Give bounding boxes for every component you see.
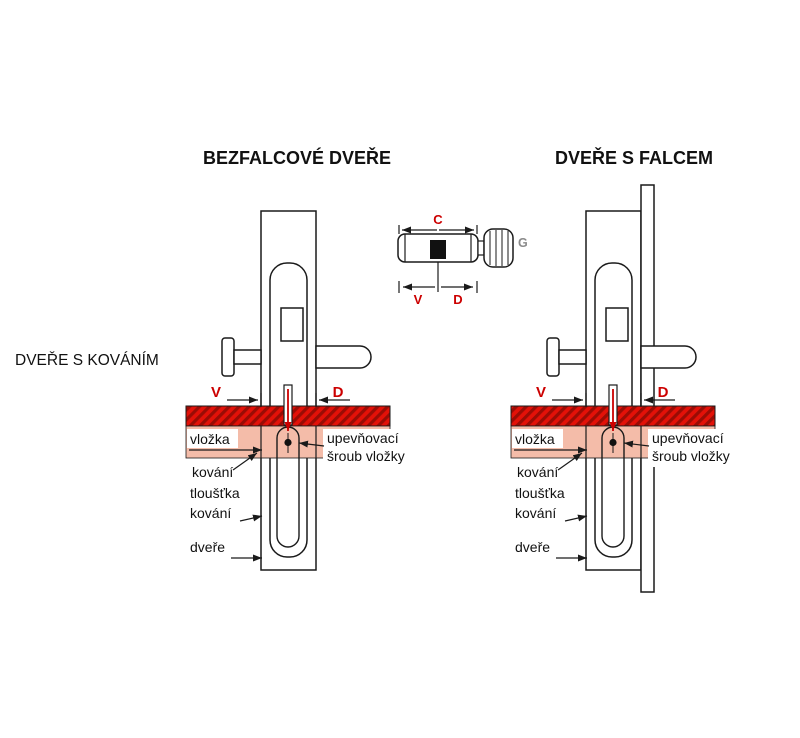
handle-spindle	[233, 349, 262, 365]
label-box	[648, 429, 732, 467]
leader-tloustka	[564, 514, 588, 522]
handle-lever	[315, 345, 372, 369]
cylinder-diagram: C G V D	[397, 212, 528, 307]
label-kovani: kování	[517, 464, 558, 480]
left-diagram: V D vložka kování tloušťka kování dveře …	[185, 210, 407, 571]
thumbturn-knob	[483, 228, 514, 268]
label-sroub-2: šroub vložky	[652, 448, 730, 464]
leader-kovani	[557, 452, 583, 471]
dim-v-label: V	[414, 292, 423, 307]
label-dvere: dveře	[515, 539, 550, 555]
side-label: DVEŘE S KOVÁNÍM	[15, 352, 159, 369]
handle-spindle	[558, 349, 587, 365]
latch-cutout	[605, 307, 629, 342]
leader-tloustka	[239, 514, 263, 522]
dim-d-label: D	[658, 384, 669, 401]
label-kovani: kování	[192, 464, 233, 480]
label-vlozka: vložka	[515, 431, 555, 447]
cylinder-cam	[430, 240, 446, 259]
heading-left: BEZFALCOVÉ DVEŘE	[203, 147, 391, 168]
label-sroub-1: upevňovací	[652, 430, 724, 446]
door-rebate	[640, 184, 655, 593]
label-box	[512, 429, 563, 448]
label-tloustka-1: tloušťka	[515, 485, 565, 501]
dim-v-label: V	[211, 384, 221, 401]
handle-knob	[221, 337, 235, 377]
leader-sroub	[298, 440, 325, 448]
label-tloustka-1: tloušťka	[190, 485, 240, 501]
handle-lever	[640, 345, 697, 369]
label-sroub-2: šroub vložky	[327, 448, 405, 464]
knob-neck	[477, 240, 485, 256]
leader-sroub	[623, 440, 650, 448]
dim-g-label: G	[518, 236, 528, 250]
label-box	[323, 429, 407, 467]
label-vlozka: vložka	[190, 431, 230, 447]
dim-v-label: V	[536, 384, 546, 401]
right-diagram: V D vložka kování tloušťka kování dveře …	[510, 184, 732, 593]
heading-right: DVEŘE S FALCEM	[555, 147, 713, 168]
dim-d-label: D	[453, 292, 462, 307]
fixing-screw	[609, 438, 617, 447]
dim-c-label: C	[433, 212, 443, 227]
handle-knob	[546, 337, 560, 377]
label-tloustka-2: kování	[515, 505, 556, 521]
label-dvere: dveře	[190, 539, 225, 555]
leader-kovani	[232, 452, 258, 471]
label-box	[187, 429, 238, 448]
label-tloustka-2: kování	[190, 505, 231, 521]
label-sroub-1: upevňovací	[327, 430, 399, 446]
fixing-screw	[284, 438, 292, 447]
dim-d-label: D	[333, 384, 344, 401]
latch-cutout	[280, 307, 304, 342]
